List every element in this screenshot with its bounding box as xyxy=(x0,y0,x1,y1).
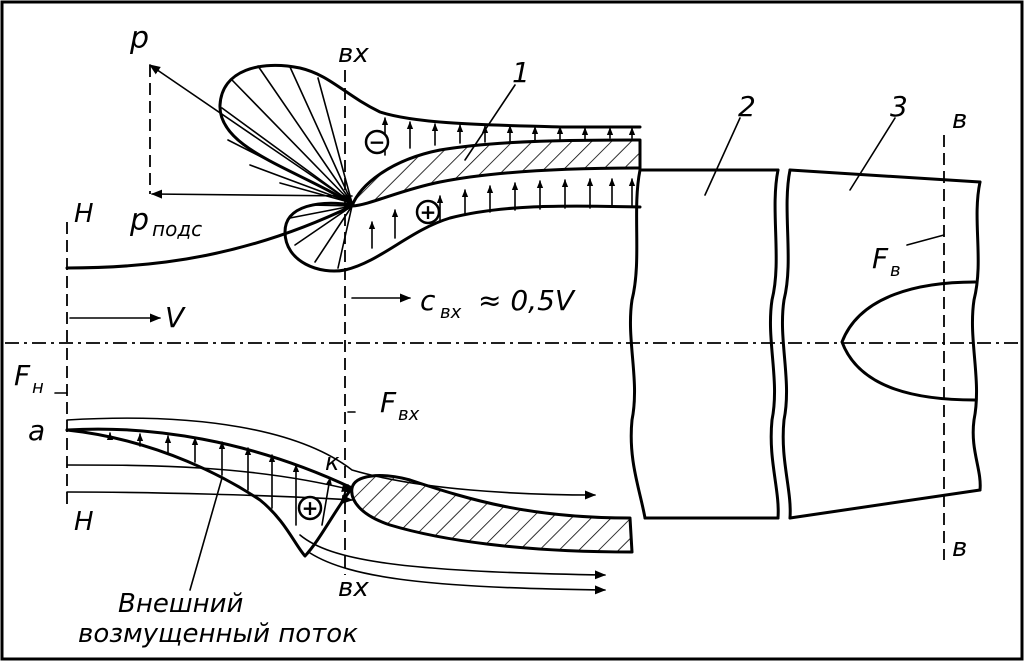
freestream-arrows xyxy=(69,293,412,323)
label-F-n-subscript: н xyxy=(32,377,44,398)
pressure-lobe-lower xyxy=(283,178,642,273)
plus-sign-marker-bottom: + xyxy=(297,495,323,521)
svg-text:+: + xyxy=(420,200,437,224)
label-k: к xyxy=(325,448,340,476)
label-c-vx-subscript: вх xyxy=(440,302,462,323)
caption-line-2: возмущенный поток xyxy=(78,619,358,649)
cowl-lip-lower xyxy=(350,474,634,554)
engine-section-3 xyxy=(780,168,982,520)
label-vx-bottom: вх xyxy=(338,573,369,603)
label-H-bottom: H xyxy=(74,507,94,537)
label-F-v-subscript: в xyxy=(890,260,901,281)
label-c-vx-value: ≈ 0,5V xyxy=(478,284,576,317)
label-part-1: 1 xyxy=(512,56,530,89)
suction-pressure-lobe xyxy=(218,63,642,207)
label-p-podc: p xyxy=(129,203,149,238)
label-v-top: в xyxy=(952,105,967,135)
label-vx-top: вх xyxy=(338,39,369,69)
label-F-n: F xyxy=(14,359,31,392)
label-p-podc-subscript: подс xyxy=(152,217,202,241)
label-F-v: F xyxy=(872,242,889,275)
label-V: V xyxy=(165,301,186,334)
external-disturbed-flow xyxy=(65,417,607,595)
caption-line-1: Внешний xyxy=(118,589,243,619)
leader-lines xyxy=(54,84,945,591)
label-H-top: H xyxy=(74,199,94,229)
engine-section-2 xyxy=(628,168,780,520)
cowl-lip-upper xyxy=(350,138,642,208)
stagnation-streamline-top xyxy=(65,204,354,270)
force-vectors xyxy=(149,64,353,204)
plus-sign-marker-top: + xyxy=(415,199,441,225)
label-c-vx: c xyxy=(420,284,436,317)
svg-text:−: − xyxy=(369,130,386,154)
label-v-bottom: в xyxy=(952,533,967,563)
minus-sign-marker: − xyxy=(364,129,390,155)
label-a: a xyxy=(28,414,45,447)
label-p: p xyxy=(129,21,149,56)
label-F-vx-subscript: вх xyxy=(398,404,420,425)
label-part-3: 3 xyxy=(890,90,908,123)
label-part-2: 2 xyxy=(738,90,756,123)
label-F-vx: F xyxy=(380,386,397,419)
svg-text:+: + xyxy=(302,496,319,520)
